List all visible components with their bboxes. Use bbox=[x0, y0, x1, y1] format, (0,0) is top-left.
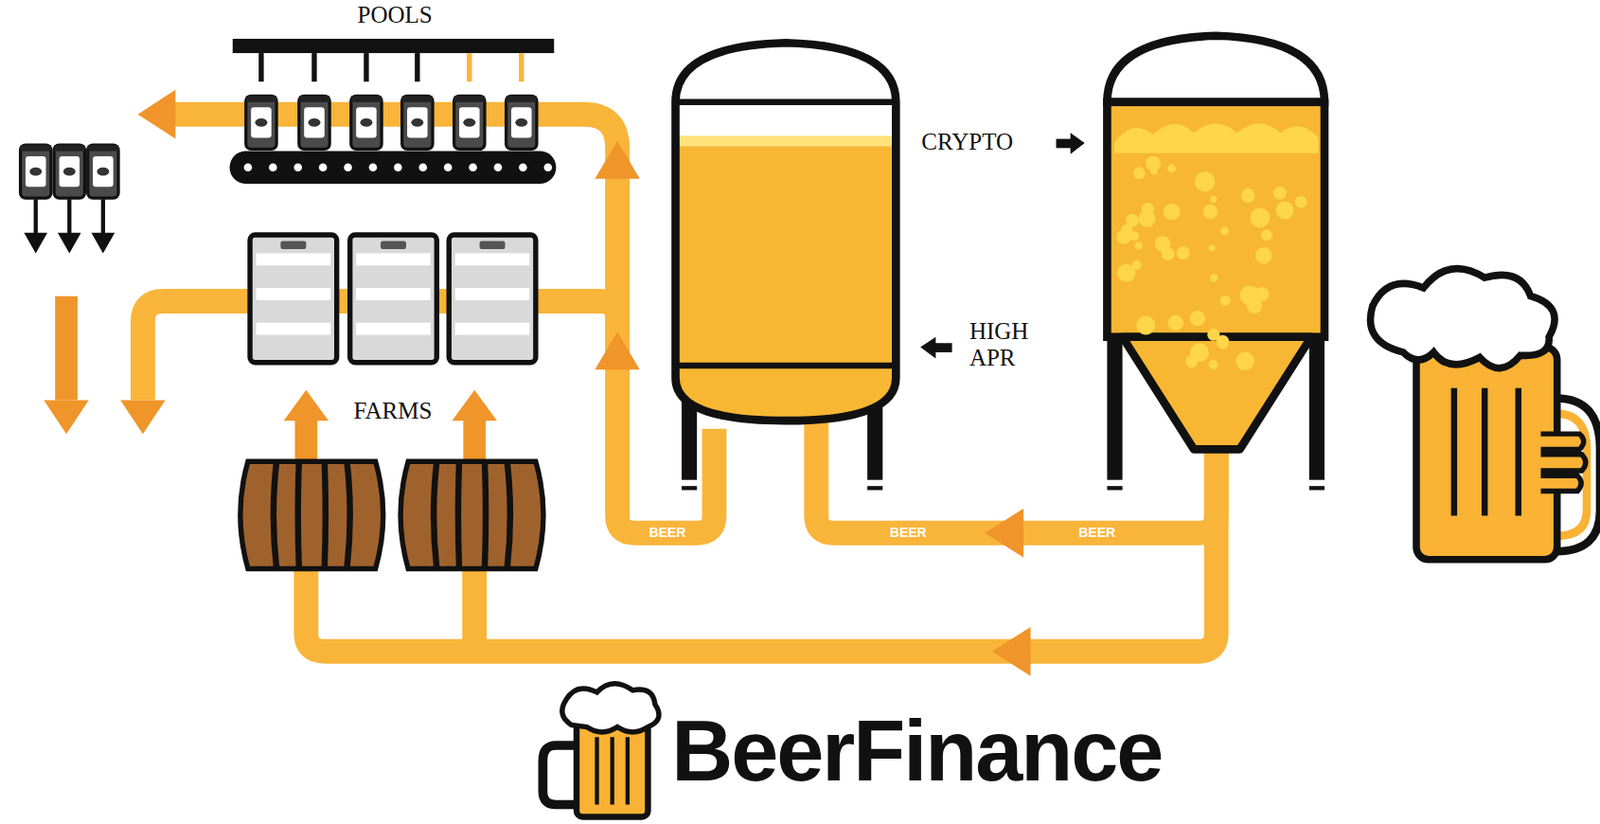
cans bbox=[20, 95, 537, 198]
barrels bbox=[240, 461, 544, 569]
tank-high-apr bbox=[675, 42, 897, 488]
roller-dot bbox=[268, 162, 278, 172]
bubble bbox=[1194, 171, 1215, 192]
bubble bbox=[1295, 195, 1308, 209]
roller-dot bbox=[293, 162, 303, 172]
input-label: CRYPTO bbox=[921, 128, 1014, 156]
conveyor-rollers bbox=[244, 162, 552, 172]
conveyor bbox=[230, 151, 557, 184]
roller-dot bbox=[444, 162, 453, 172]
brand-wordmark: BeerFinance bbox=[671, 704, 1162, 799]
roller-dot bbox=[393, 162, 403, 172]
bubble bbox=[1209, 273, 1218, 282]
pipe-label: BEER bbox=[648, 525, 686, 540]
bubble bbox=[1208, 359, 1219, 370]
bubble bbox=[1116, 229, 1131, 244]
roller-dot bbox=[543, 162, 552, 172]
roller-dot bbox=[494, 162, 503, 172]
output-arrows bbox=[27, 198, 111, 249]
roller-dot bbox=[468, 162, 478, 172]
bubble bbox=[1208, 245, 1216, 252]
kegs bbox=[249, 234, 536, 363]
bubble bbox=[1203, 204, 1219, 220]
bubble bbox=[1235, 352, 1254, 371]
bubble bbox=[1246, 298, 1263, 314]
bubble bbox=[1273, 186, 1287, 200]
bubble bbox=[1173, 320, 1183, 330]
bubble bbox=[1220, 295, 1231, 306]
roller-dot bbox=[418, 162, 427, 172]
bubbles bbox=[1116, 156, 1307, 371]
roller-dot bbox=[518, 162, 528, 172]
bubble bbox=[1190, 310, 1206, 326]
section-title: POOLS bbox=[357, 1, 433, 29]
taps bbox=[261, 53, 522, 82]
logo-mug bbox=[542, 683, 659, 818]
bubble bbox=[1209, 195, 1217, 203]
bubble bbox=[1167, 163, 1176, 173]
section-title: FARMS bbox=[354, 397, 433, 425]
input-label: HIGH APR bbox=[969, 318, 1055, 371]
beer-mug bbox=[1369, 268, 1600, 560]
tank-crypto bbox=[1106, 35, 1325, 489]
bubble bbox=[1138, 210, 1156, 228]
bubble bbox=[1261, 229, 1273, 241]
bubble bbox=[1155, 235, 1172, 252]
bubble bbox=[1250, 207, 1271, 228]
roller-dot bbox=[369, 162, 378, 172]
roller-dot bbox=[244, 162, 253, 172]
bubble bbox=[1117, 264, 1136, 283]
roller-dot bbox=[343, 162, 353, 172]
arrow-heads bbox=[43, 89, 1031, 676]
bubble bbox=[1135, 241, 1143, 249]
pipe-label: BEER bbox=[1078, 525, 1116, 540]
bubble bbox=[1163, 203, 1181, 221]
bubble bbox=[1241, 188, 1256, 203]
tap-rack bbox=[232, 38, 555, 54]
bubble bbox=[1129, 231, 1139, 241]
bubble bbox=[1145, 156, 1161, 172]
bubble bbox=[1133, 166, 1146, 179]
bubble bbox=[1125, 213, 1139, 228]
bubble bbox=[1216, 335, 1230, 349]
roller-dot bbox=[319, 162, 328, 172]
bubble bbox=[1190, 342, 1209, 362]
bubble bbox=[1168, 315, 1184, 331]
bubble bbox=[1136, 315, 1156, 335]
bubble bbox=[1220, 226, 1229, 235]
bubble bbox=[1276, 201, 1295, 220]
pipe-label: BEER bbox=[889, 525, 927, 540]
bubble bbox=[1176, 246, 1191, 260]
bubble bbox=[1255, 247, 1273, 265]
